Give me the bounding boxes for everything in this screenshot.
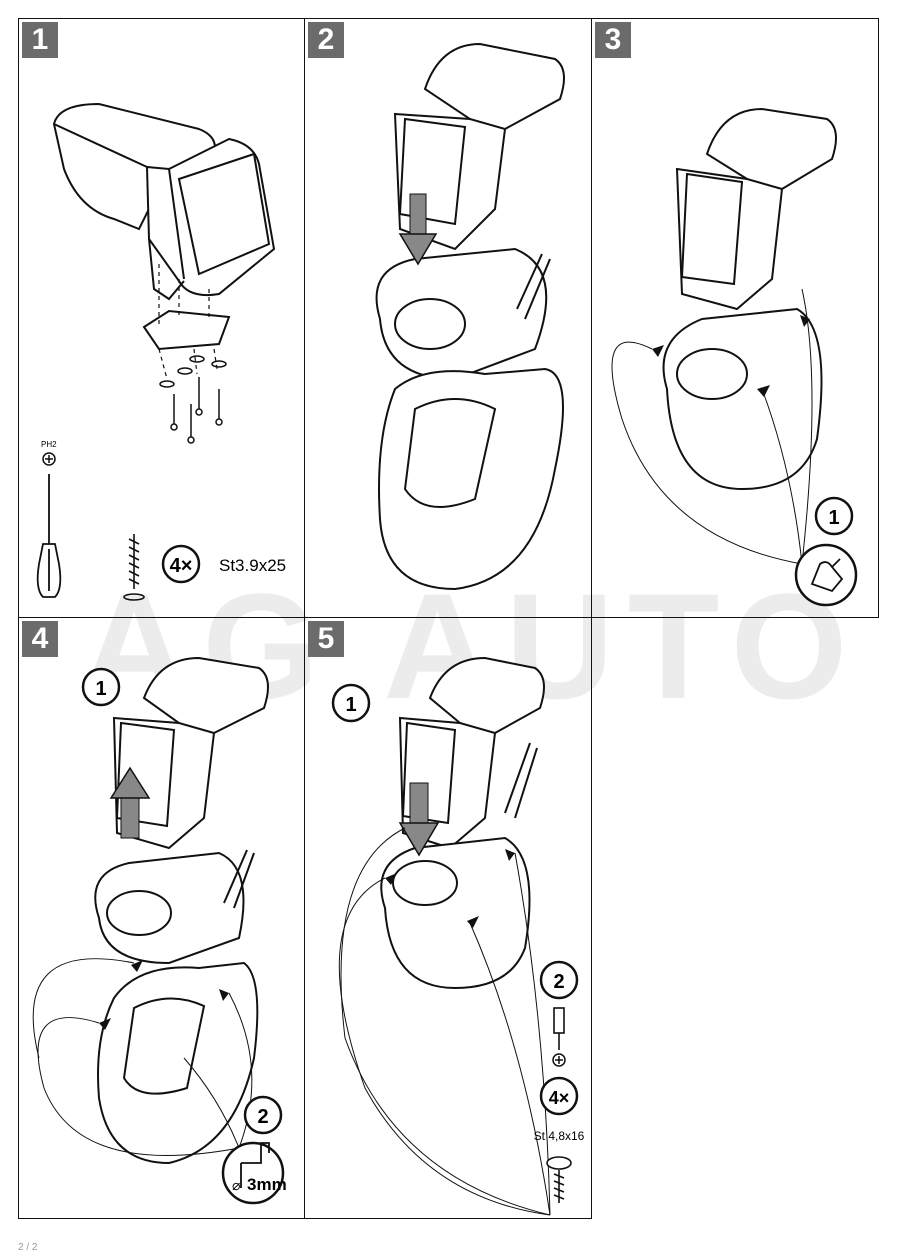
phillips-icon bbox=[552, 1053, 566, 1067]
step-1-number: 1 bbox=[22, 22, 58, 58]
step-4-number: 4 bbox=[22, 621, 58, 657]
screw-count: 4× bbox=[170, 555, 193, 577]
step-4-panel: 4 1 2 ⌀ bbox=[18, 617, 305, 1219]
step-1-panel: 1 bbox=[18, 18, 305, 618]
step-4-illustration: 1 2 ⌀ 3mm bbox=[32, 656, 287, 1205]
step-3-number: 3 bbox=[595, 22, 631, 58]
step-2-panel: 2 bbox=[304, 18, 592, 618]
screwdriver-icon bbox=[36, 474, 62, 598]
drill-size: 3mm bbox=[247, 1175, 287, 1194]
hand-press-icon bbox=[810, 558, 844, 593]
arrow-down-icon bbox=[398, 193, 438, 266]
step-3-illustration: 1 bbox=[611, 107, 858, 607]
page-footer: 2 / 2 bbox=[18, 1242, 38, 1253]
screw-count: 4× bbox=[549, 1088, 570, 1108]
sub-step-1: 1 bbox=[95, 678, 106, 700]
sub-step-1: 1 bbox=[828, 507, 839, 529]
step-2-illustration bbox=[375, 42, 565, 591]
phillips-icon bbox=[42, 452, 56, 466]
step-1-illustration: PH2 4× St3.9x25 bbox=[36, 102, 286, 601]
sub-step-2: 2 bbox=[553, 971, 564, 993]
screwdriver-icon bbox=[553, 1007, 565, 1050]
step-5-number: 5 bbox=[308, 621, 344, 657]
screw-spec: St3.9x25 bbox=[219, 556, 286, 575]
step-3-panel: 3 1 bbox=[591, 18, 879, 618]
step-2-number: 2 bbox=[308, 22, 344, 58]
drill-bit-icon bbox=[240, 1142, 270, 1188]
armrest-illustration bbox=[52, 102, 276, 301]
sub-step-1: 1 bbox=[345, 694, 356, 716]
screw-icon bbox=[546, 1156, 572, 1203]
diameter-symbol: ⌀ bbox=[232, 1177, 240, 1193]
screw-icon bbox=[123, 534, 145, 601]
step-5-illustration: 1 2 4× S bbox=[331, 656, 585, 1216]
step-5-panel: 5 1 2 bbox=[304, 617, 592, 1219]
arrow-down-icon bbox=[398, 782, 440, 857]
arrow-up-icon bbox=[109, 766, 151, 839]
screw-spec: St 4,8x16 bbox=[534, 1129, 585, 1143]
tool-label: PH2 bbox=[41, 440, 57, 449]
sub-step-2: 2 bbox=[257, 1106, 268, 1128]
